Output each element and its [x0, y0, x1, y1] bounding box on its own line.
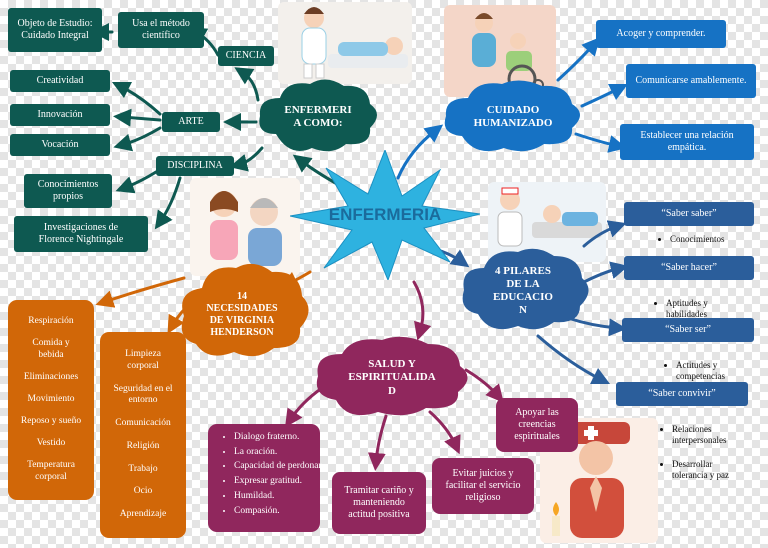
salud-title: SALUD Y ESPIRITUALIDA D: [348, 358, 436, 397]
central-title: ENFERMERIA: [328, 205, 442, 224]
investigaciones-box: Investigaciones de Florence Nightingale: [14, 216, 148, 252]
saber-convivir-bullets: Relaciones interpersonales Desarrollar t…: [656, 412, 729, 494]
cuidado-humanizado-title: CUIDADO HUMANIZADO: [473, 103, 553, 129]
nurse-patient-illustration: [278, 2, 412, 84]
creatividad-box: Creatividad: [10, 70, 110, 92]
saber-saber-bullets: Conocimientos: [654, 234, 725, 246]
empatica-box: Establecer una relación empática.: [620, 124, 754, 160]
necesidad-item: Eliminaciones: [23, 372, 79, 383]
necesidad-item: Seguridad en el entorno: [113, 383, 173, 406]
acoger-box: Acoger y comprender.: [596, 20, 726, 48]
necesidad-item: Comida y bebida: [32, 338, 70, 361]
bullet-item: Actitudes y competencias: [676, 360, 725, 383]
enfermeria-como-cloud: ENFERMERI A COMO:: [256, 79, 380, 154]
saber-convivir-box: “Saber convivir”: [616, 382, 748, 406]
salud-cloud: SALUD Y ESPIRITUALIDA D: [312, 336, 472, 420]
saber-saber-box: “Saber saber”: [624, 202, 754, 226]
list-item: Capacidad de perdonar.: [234, 459, 323, 474]
necesidades-column-1: Respiración Comida y bebida Eliminacione…: [8, 300, 94, 500]
espiritualidad-list: Dialogo fraterno. La oración. Capacidad …: [208, 424, 323, 532]
cuidado-humanizado-cloud: CUIDADO HUMANIZADO: [440, 80, 586, 154]
saber-ser-bullets: Actitudes y competencias: [660, 348, 725, 395]
pilares-cloud: 4 PILARES DE LA EDUCACIO N: [460, 248, 589, 334]
necesidad-item: Reposo y sueño: [20, 416, 82, 427]
tramitar-box: Tramitar cariño y manteniendo actitud po…: [332, 472, 426, 534]
necesidad-item: Vestido: [36, 438, 66, 449]
disciplina-box: DISCIPLINA: [156, 156, 234, 176]
saber-ser-box: “Saber ser”: [622, 318, 754, 342]
necesidad-item: Respiración: [28, 316, 74, 327]
vocacion-box: Vocación: [10, 134, 110, 156]
necesidad-item: Temperatura corporal: [27, 460, 75, 482]
list-item: Expresar gratitud.: [234, 474, 314, 489]
necesidad-item: Comunicación: [115, 418, 171, 429]
innovacion-box: Innovación: [10, 104, 110, 126]
necesidad-item: Ocio: [133, 486, 153, 497]
saber-hacer-bullets: Aptitudes y habilidades: [650, 286, 708, 333]
apoyar-box: Apoyar las creencias espirituales: [496, 398, 578, 452]
necesidades-title: 14 NECESIDADES DE VIRGINIA HENDERSON: [206, 291, 278, 338]
necesidades-cloud: 14 NECESIDADES DE VIRGINIA HENDERSON: [178, 262, 309, 368]
list-item: Compasión.: [234, 504, 314, 519]
necesidad-item: Religión: [126, 440, 160, 451]
pilares-title: 4 PILARES DE LA EDUCACIO N: [493, 264, 553, 317]
arte-box: ARTE: [162, 112, 220, 132]
necesidad-item: Movimiento: [27, 394, 75, 405]
conocimientos-propios-box: Conocimientos propios: [24, 174, 112, 208]
objeto-estudio-box: Objeto de Estudio: Cuidado Integral: [8, 8, 102, 52]
necesidad-item: Limpieza corporal: [125, 348, 161, 371]
wheelchair-illustration: [444, 5, 556, 97]
list-item: Dialogo fraterno.: [234, 430, 314, 445]
necesidad-item: Aprendizaje: [119, 509, 167, 520]
saber-hacer-box: “Saber hacer”: [624, 256, 754, 280]
bullet-item: Relaciones interpersonales: [672, 424, 729, 447]
list-item: Humildad.: [234, 489, 314, 504]
enfermeria-como-title: ENFERMERI A COMO:: [284, 103, 352, 129]
necesidad-item: Trabajo: [128, 463, 158, 474]
bullet-item: Aptitudes y habilidades: [666, 298, 708, 321]
necesidades-column-2: Limpieza corporal Seguridad en el entorn…: [100, 332, 186, 538]
bullet-item: Desarrollar tolerancia y paz: [672, 459, 729, 482]
metodo-cientifico-box: Usa el método científico: [118, 12, 204, 48]
list-item: La oración.: [234, 445, 314, 460]
nurse-elderly-illustration: [190, 178, 300, 276]
central-star-node: ENFERMERIA: [290, 150, 480, 280]
evitar-box: Evitar juicios y facilitar el servicio r…: [432, 458, 534, 514]
ciencia-box: CIENCIA: [218, 46, 274, 66]
comunicarse-box: Comunicarse amablemente.: [626, 64, 756, 98]
bullet-item: Conocimientos: [670, 234, 725, 246]
